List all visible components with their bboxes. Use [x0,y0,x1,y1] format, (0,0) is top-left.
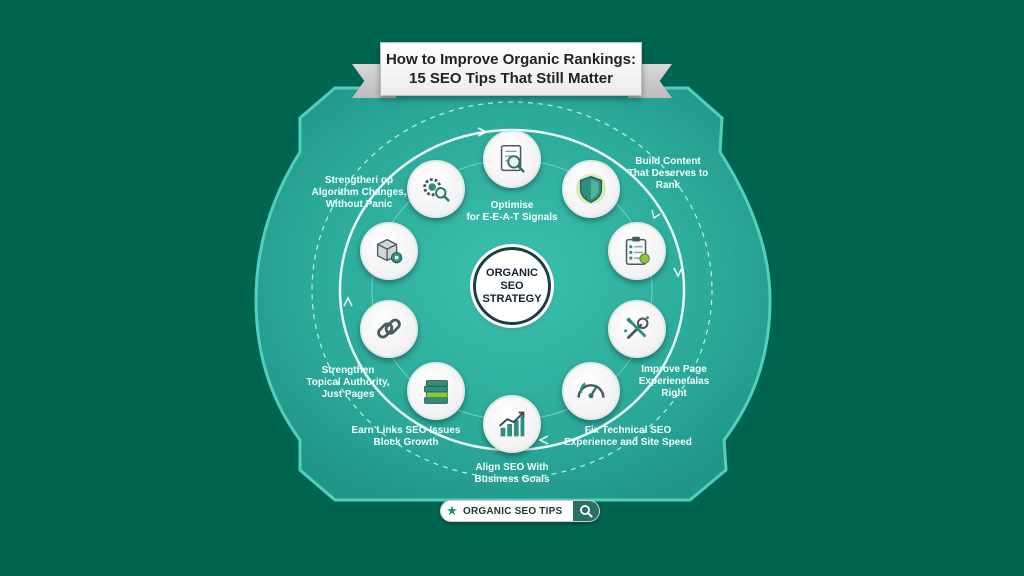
node-gear-magnifier [407,160,465,218]
label-build-content: Build Content That Deserves to Rank [627,156,709,191]
gear-magnifier-icon [423,178,450,202]
footer-tag: ★ ORGANIC SEO TIPS [440,500,600,522]
node-tools [608,300,666,358]
label-topical-authority: Strengthen Topical Authority, Just Pages [306,365,390,400]
node-checklist [608,222,666,280]
label-page-experience: Improve Page Experienetalas Right [638,364,710,399]
footer-text: ORGANIC SEO TIPS [463,505,563,517]
center-text: ORGANIC SEO STRATEGY [482,266,542,305]
node-chain-link [360,300,418,358]
title-line-2: 15 SEO Tips That Still Matter [409,70,613,87]
chain-link-icon [377,318,401,339]
orbit-arrow-left [343,296,353,307]
speedometer-icon [577,382,605,399]
star-icon: ★ [446,503,458,518]
orbit-arrow-top-right [651,209,661,220]
label-business-goals: Align SEO With Business Goals [474,462,550,485]
books-icon [424,380,448,404]
label-earn-links: Earn Links SEO Issues Block Growth [351,425,461,448]
label-algorithm-changes: Strengtheri op Algorithm Changes, Withou… [311,175,407,210]
node-speedometer [562,362,620,420]
title-ribbon: How to Improve Organic Rankings: 15 SEO … [380,42,642,96]
orbit-arrow-top [477,127,488,137]
tools-icon [624,316,649,339]
search-icon [573,501,599,521]
node-growth-chart [483,395,541,453]
shield-icon [575,173,607,205]
label-technical-seo: Fix Technical SEO Experience and Site Sp… [564,425,692,448]
cube-gear-icon [376,238,403,264]
node-shield [562,160,620,218]
dashed-orbit [311,101,713,479]
growth-chart-icon [499,411,525,437]
orbit-arrow-right [673,267,683,278]
label-eeat: Optimise for E-E-A-T Signals [466,200,558,223]
title-line-1: How to Improve Organic Rankings: [385,51,637,68]
orbit-arrow-bottom [538,435,549,445]
document-magnifier-icon [500,144,525,173]
node-books [407,362,465,420]
node-cube-gear [360,222,418,280]
node-document-magnifier [483,130,541,188]
center-badge: ORGANIC SEO STRATEGY [473,247,551,325]
checklist-icon [625,236,650,266]
